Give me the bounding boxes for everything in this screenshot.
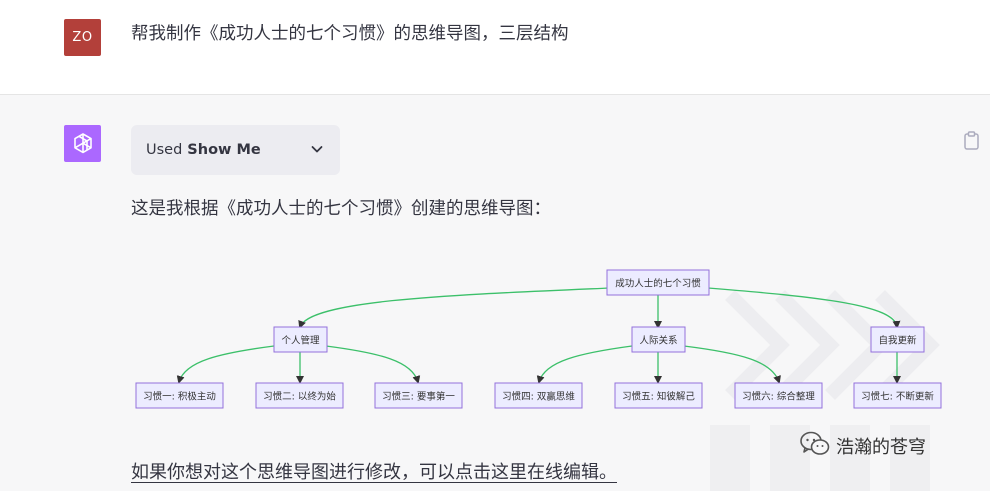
wechat-watermark: 浩瀚的苍穹: [800, 431, 926, 461]
mind-map-root-node: 成功人士的七个习惯: [606, 269, 710, 296]
edit-online-link[interactable]: 如果你想对这个思维导图进行修改，可以点击这里在线编辑。: [131, 462, 617, 483]
mind-map-leaf-node: 习惯一: 积极主动: [135, 382, 224, 409]
leaf-node-label: 习惯一: 积极主动: [143, 391, 216, 403]
plugin-name: Show Me: [187, 142, 261, 158]
plugin-used-prefix: Used: [146, 142, 183, 158]
openai-logo-icon: [64, 125, 101, 162]
leaf-node-label: 习惯四: 双赢思维: [502, 391, 575, 403]
wechat-icon: [800, 431, 830, 461]
mind-map-leaf-node: 习惯三: 要事第一: [374, 382, 463, 409]
mind-map-branch-node: 自我更新: [870, 326, 925, 353]
user-avatar: ZO: [64, 19, 101, 56]
branch-node-label: 人际关系: [639, 335, 677, 347]
mind-map-branch-node: 人际关系: [631, 326, 686, 353]
assistant-message-row: Used Show Me 这是我根据《成功人士的七个习惯》创建的思维导图：: [0, 95, 990, 491]
leaf-node-label: 习惯三: 要事第一: [382, 391, 455, 403]
user-message-row: ZO 帮我制作《成功人士的七个习惯》的思维导图，三层结构: [0, 0, 990, 95]
leaf-node-label: 习惯六: 综合整理: [742, 391, 815, 403]
wechat-account-name: 浩瀚的苍穹: [836, 437, 926, 458]
mind-map-leaf-node: 习惯五: 知彼解己: [614, 382, 703, 409]
root-node-label: 成功人士的七个习惯: [615, 278, 701, 290]
chevron-down-icon: [310, 142, 324, 160]
assistant-intro-text: 这是我根据《成功人士的七个习惯》创建的思维导图：: [131, 199, 551, 219]
branch-node-label: 自我更新: [878, 335, 917, 347]
mind-map-edges: [176, 287, 901, 384]
plugin-used-toggle[interactable]: Used Show Me: [131, 125, 340, 175]
leaf-node-label: 习惯七: 不断更新: [861, 391, 934, 403]
mind-map-diagram: 成功人士的七个习惯 个人管理 人际关系 自我更新 习惯一: 积极主动 习惯二: …: [135, 269, 942, 409]
mind-map-leaf-node: 习惯七: 不断更新: [853, 382, 942, 409]
mind-map-branch-node: 个人管理: [273, 326, 328, 353]
mind-map-leaf-node: 习惯六: 综合整理: [734, 382, 823, 409]
branch-node-label: 个人管理: [281, 335, 320, 347]
leaf-node-label: 习惯二: 以终为始: [263, 391, 336, 403]
mind-map-leaf-node: 习惯四: 双赢思维: [494, 382, 583, 409]
mind-map-leaf-node: 习惯二: 以终为始: [255, 382, 344, 409]
leaf-node-label: 习惯五: 知彼解己: [622, 391, 695, 403]
clipboard-icon[interactable]: [963, 131, 980, 154]
user-message-text: 帮我制作《成功人士的七个习惯》的思维导图，三层结构: [131, 24, 569, 44]
